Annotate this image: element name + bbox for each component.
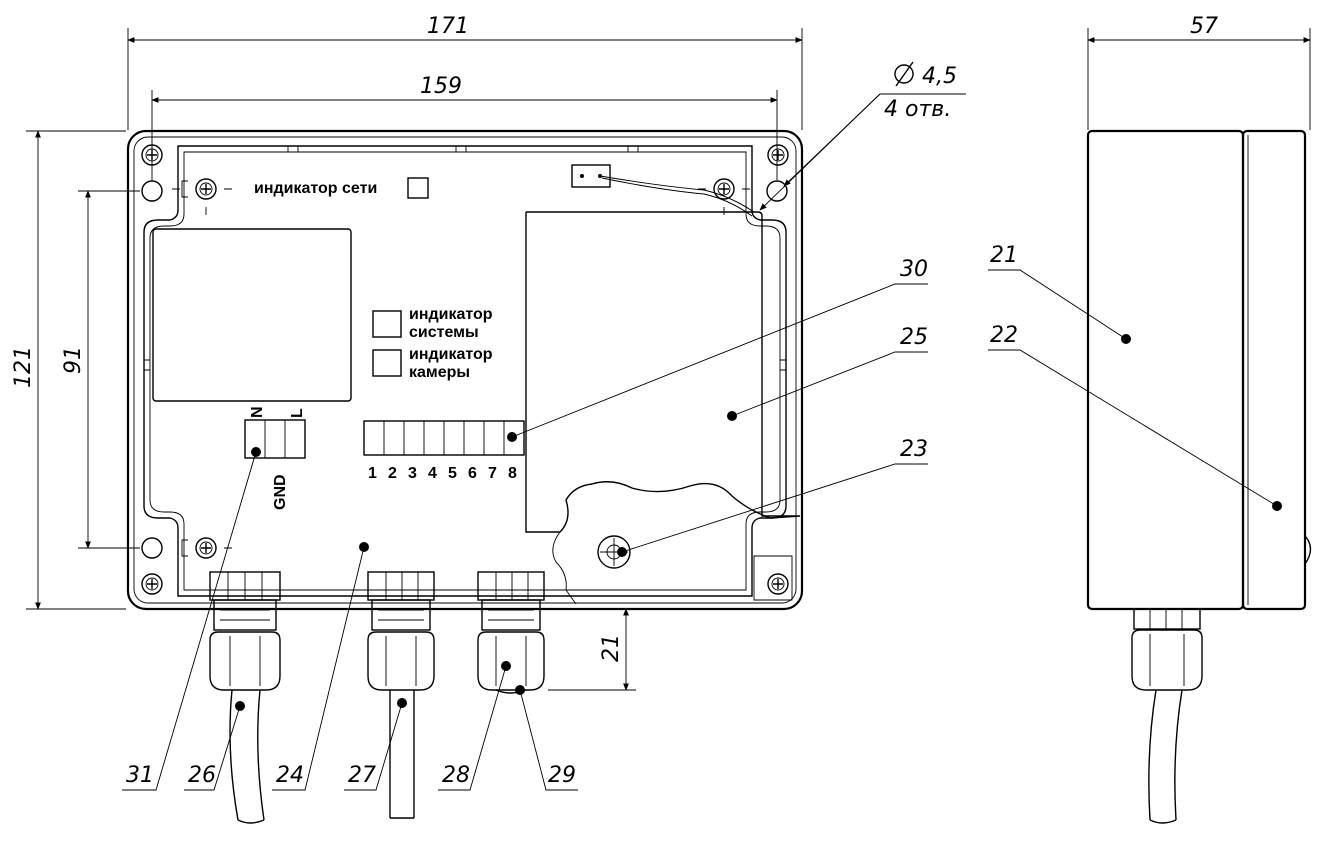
enclosure-inner-board [149,151,781,591]
system-indicator-label-1: индикатор [409,306,493,323]
dim-hole-count: 4 отв. [884,97,951,122]
side-cable-gland [1131,608,1203,824]
callout-30: 30 [900,257,928,282]
side-lid [1241,129,1307,611]
board-screw-icon [698,178,750,215]
callouts: 30 25 23 24 31 26 27 28 29 21 [122,243,1282,791]
mounting-hole [141,180,163,202]
terminal-gnd-label: GND [272,474,289,510]
enclosure-rim [133,136,797,604]
main-module [525,211,801,533]
cable-gland-3 [477,571,545,694]
dip-number: 1 [368,465,377,482]
corner-screw-icon [141,573,163,595]
sensor-module [571,164,611,188]
system-indicator-box [372,310,402,338]
cable-gland-1 [209,571,281,824]
callout-26: 26 [188,763,216,788]
sensor-wire [599,175,755,213]
board-screw-icon [172,178,232,215]
callout-27: 27 [348,763,376,788]
dip-number: 3 [408,465,417,482]
dip-number: 8 [508,465,517,482]
camera-indicator-box [372,349,402,377]
side-ribs [144,359,786,371]
diameter-symbol-icon [894,61,914,87]
mounting-hole [766,180,788,202]
terminal-block [244,419,306,459]
mounting-hole [141,537,163,559]
module-screw-icon [597,535,631,569]
dip-switch [363,420,525,456]
dip-number: 6 [468,465,477,482]
callout-29: 29 [548,763,576,788]
dim-width-total: 171 [427,14,469,39]
cable-gland-2 [367,571,435,819]
corner-boss [753,555,793,601]
side-body [1086,129,1245,611]
network-indicator-label: индикатор сети [254,180,377,197]
enclosure-inner-gasket [143,145,787,597]
side-latch [1304,535,1312,565]
callout-22: 22 [990,323,1018,348]
dip-number: 4 [428,465,437,482]
dim-height-total: 121 [11,346,36,388]
front-view: индикатор сети индикатор системы индикат… [126,129,804,824]
network-indicator-box [407,177,429,199]
side-view [1086,129,1312,824]
corner-screw-icon [767,573,789,595]
callout-24: 24 [276,763,304,788]
callout-25: 25 [900,325,928,350]
system-indicator-label-2: системы [409,324,479,341]
terminal-l-label: L [289,408,306,418]
top-ribs [287,146,639,152]
callout-21: 21 [990,243,1018,268]
dip-number: 7 [488,465,497,482]
dim-depth: 57 [1190,14,1218,39]
callout-28: 28 [442,763,470,788]
callout-23: 23 [900,437,928,462]
camera-indicator-label-1: индикатор [409,346,493,363]
dip-number: 5 [448,465,457,482]
dim-width-holes: 159 [420,74,462,99]
dip-numbers: 1 2 3 4 5 6 7 8 [368,465,517,482]
enclosure-outer [126,129,804,611]
callout-31: 31 [126,763,154,788]
power-module [152,228,352,402]
dim-hole-diameter: 4,5 [922,64,957,89]
board-screw-icon [181,537,232,559]
dim-gland: 21 [599,634,624,662]
dim-height-holes: 91 [61,346,86,374]
dimensions: 171 159 121 91 21 57 4,5 4 отв. [11,14,1311,691]
cutaway-edge [552,531,577,605]
dip-number: 2 [388,465,397,482]
terminal-n-label: N [249,406,266,418]
camera-indicator-label-2: камеры [409,364,470,381]
corner-screw-icon [767,144,789,166]
